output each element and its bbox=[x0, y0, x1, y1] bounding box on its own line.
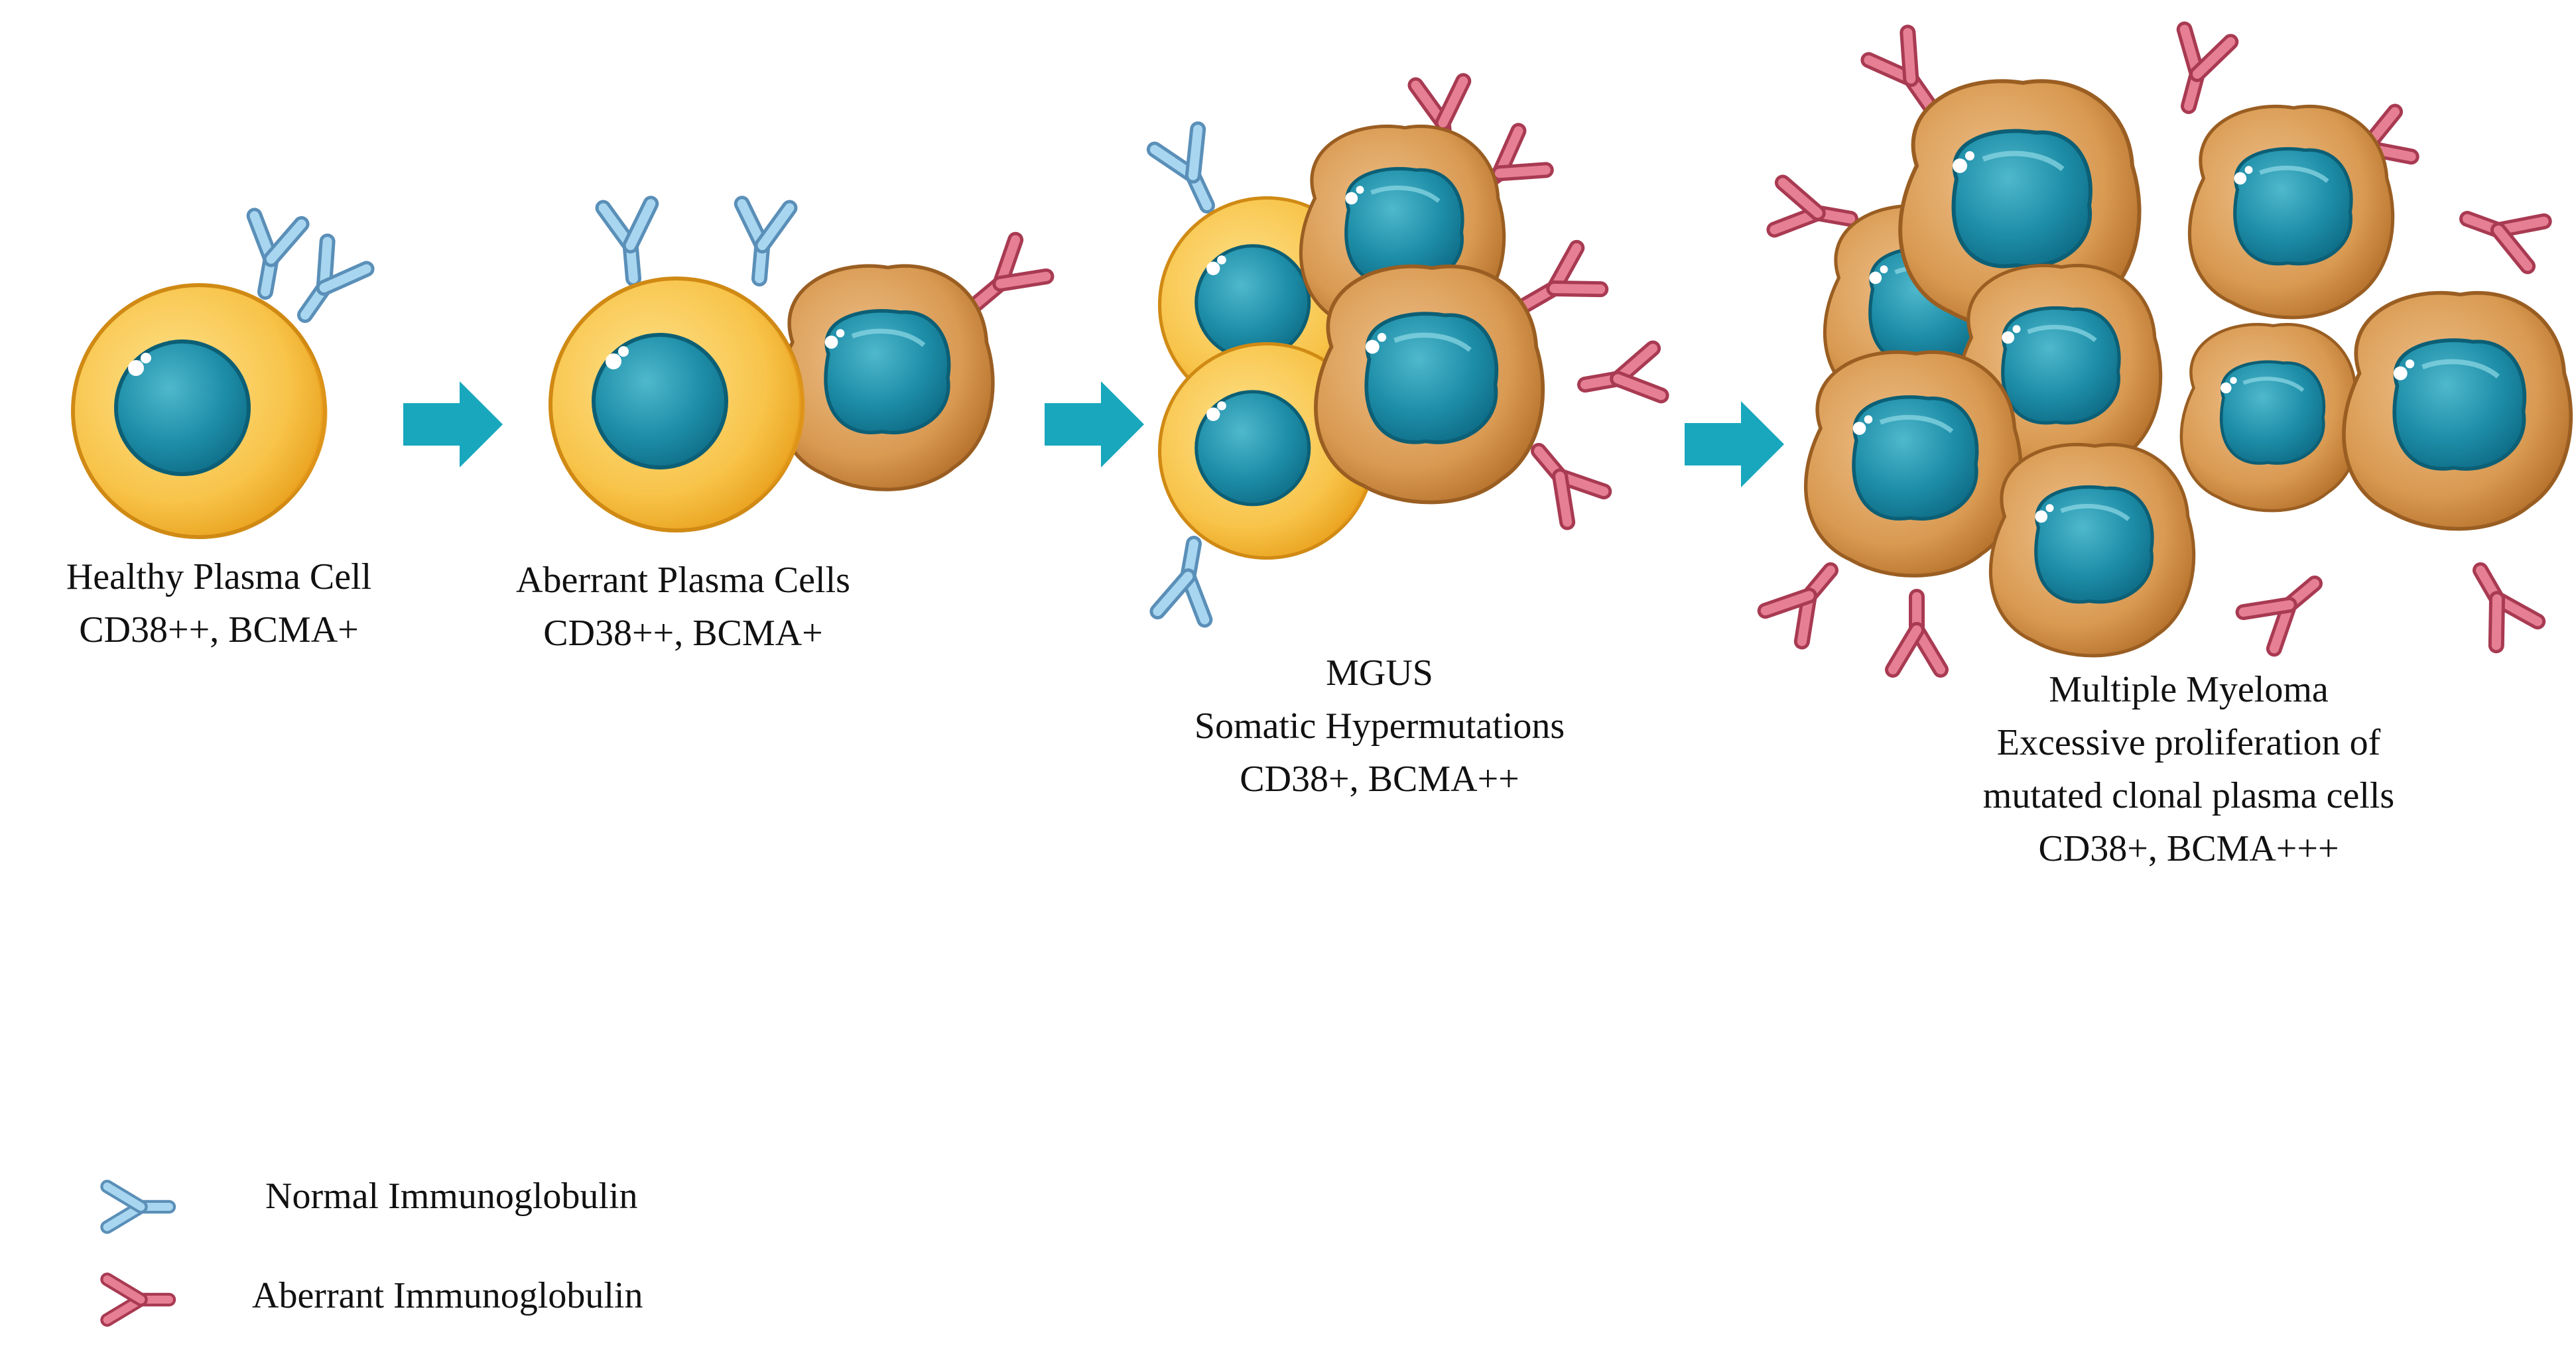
stage-markers: CD38++, BCMA+ bbox=[79, 609, 359, 650]
stage-detail: Somatic Hypermutations bbox=[1194, 706, 1565, 747]
legend-aberrant-ig-icon bbox=[107, 1279, 170, 1320]
progression-arrow-1 bbox=[403, 381, 503, 467]
stage-detail-line2: mutated clonal plasma cells bbox=[1982, 775, 2395, 816]
mgus-cell-cluster bbox=[1155, 81, 1661, 619]
legend-normal-label: Normal Immunoglobulin bbox=[265, 1176, 638, 1217]
stage-name: MGUS bbox=[1326, 652, 1433, 694]
aberrant-plasma-cells bbox=[550, 204, 1046, 530]
stage-markers: CD38+, BCMA+++ bbox=[2038, 828, 2339, 869]
stage-name: Aberrant Plasma Cells bbox=[516, 560, 850, 601]
stage-name: Multiple Myeloma bbox=[2049, 669, 2329, 710]
stage-label-healthy: Healthy Plasma Cell CD38++, BCMA+ bbox=[0, 550, 438, 656]
stage-detail-line1: Excessive proliferation of bbox=[1996, 722, 2381, 763]
stage-label-aberrant: Aberrant Plasma Cells CD38++, BCMA+ bbox=[464, 554, 902, 660]
legend-normal-ig-icon bbox=[107, 1186, 170, 1227]
progression-arrow-3 bbox=[1685, 401, 1784, 487]
progression-arrow-2 bbox=[1045, 381, 1144, 467]
stage-markers: CD38+, BCMA++ bbox=[1240, 759, 1519, 800]
stage-label-mgus: MGUS Somatic Hypermutations CD38+, BCMA+… bbox=[1161, 647, 1598, 806]
multiple-myeloma-cell-cluster bbox=[1766, 29, 2571, 670]
stage-markers: CD38++, BCMA+ bbox=[543, 613, 823, 654]
stage-label-myeloma: Multiple Myeloma Excessive proliferation… bbox=[1957, 663, 2421, 875]
legend-aberrant-label: Aberrant Immunoglobulin bbox=[252, 1275, 643, 1316]
healthy-plasma-cell bbox=[73, 216, 367, 537]
stage-name: Healthy Plasma Cell bbox=[66, 556, 372, 597]
